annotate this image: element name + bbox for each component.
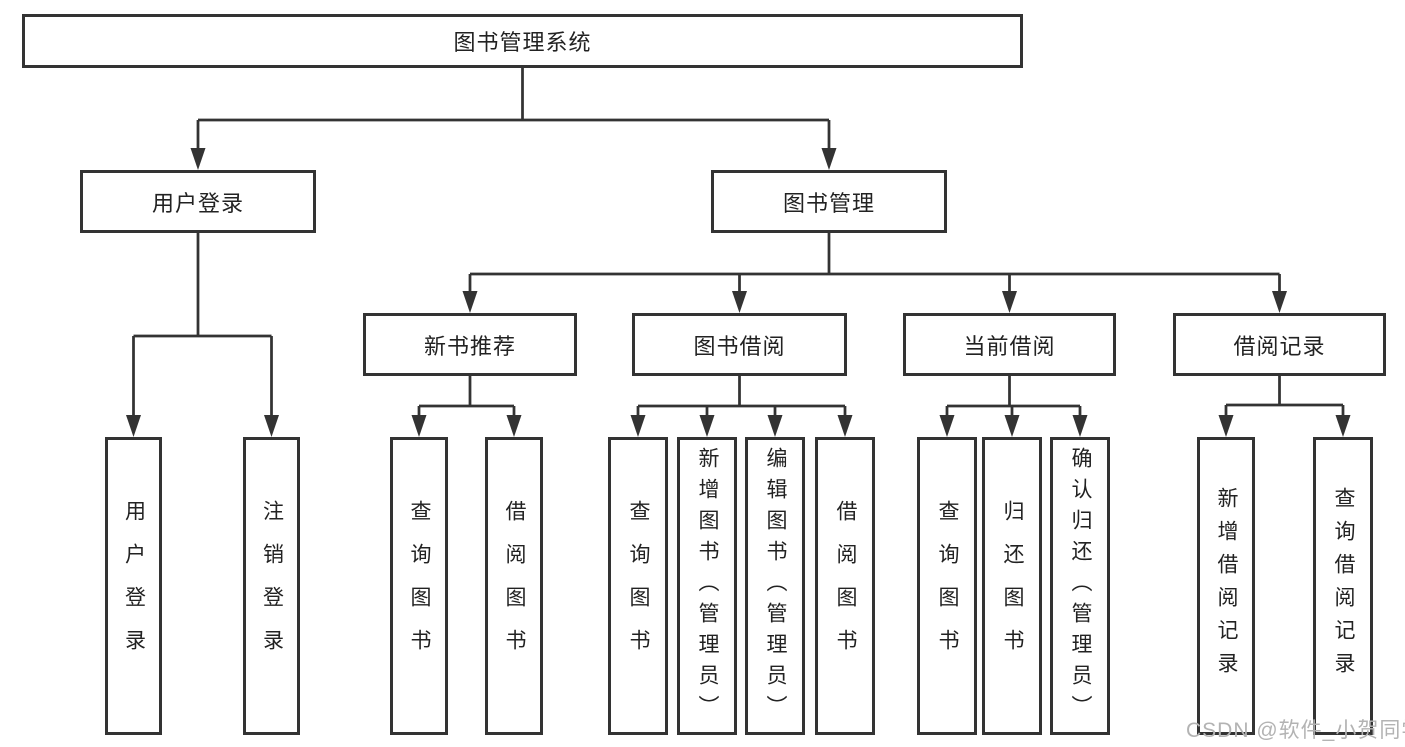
leaf-label: 查询图书 [936, 500, 959, 672]
node-label: 新书推荐 [423, 333, 516, 359]
leaf-label: 注销登录 [260, 500, 284, 672]
node-label: 图书借阅 [693, 333, 786, 359]
leaf-query-borrow-record: 查询借阅记录 [1313, 437, 1373, 735]
leaf-label: 查询图书 [627, 500, 650, 672]
node-borrowing-records: 借阅记录 [1173, 313, 1386, 376]
leaf-label: 确认归还（管理员） [1069, 446, 1092, 726]
node-library-management-system: 图书管理系统 [22, 14, 1023, 68]
leaf-add-book-admin: 新增图书（管理员） [677, 437, 737, 735]
node-label: 当前借阅 [963, 333, 1056, 359]
leaf-label: 新增借阅记录 [1215, 487, 1238, 685]
leaf-label: 查询借阅记录 [1332, 487, 1355, 685]
leaf-query-books-current: 查询图书 [917, 437, 977, 735]
leaf-add-borrow-record: 新增借阅记录 [1197, 437, 1255, 735]
node-current-borrowing: 当前借阅 [903, 313, 1116, 376]
leaf-borrow-books-borrow: 借阅图书 [815, 437, 875, 735]
leaf-label: 编辑图书（管理员） [764, 446, 787, 726]
leaf-edit-book-admin: 编辑图书（管理员） [745, 437, 805, 735]
leaf-label: 新增图书（管理员） [696, 446, 719, 726]
leaf-logout: 注销登录 [243, 437, 300, 735]
leaf-query-books-recommend: 查询图书 [390, 437, 448, 735]
leaf-label: 用户登录 [122, 500, 146, 672]
leaf-label: 借阅图书 [834, 500, 857, 672]
leaf-return-books: 归还图书 [982, 437, 1042, 735]
node-book-borrowing: 图书借阅 [632, 313, 847, 376]
leaf-confirm-return-admin: 确认归还（管理员） [1050, 437, 1110, 735]
node-label: 用户登录 [151, 190, 244, 216]
node-user-login: 用户登录 [80, 170, 316, 233]
leaf-label: 归还图书 [1001, 500, 1024, 672]
node-new-book-recommendation: 新书推荐 [363, 313, 577, 376]
leaf-query-books-borrow: 查询图书 [608, 437, 668, 735]
node-label: 借阅记录 [1233, 333, 1326, 359]
node-label: 图书管理 [782, 190, 875, 216]
leaf-label: 借阅图书 [503, 500, 526, 672]
node-label: 图书管理系统 [453, 30, 592, 55]
leaf-label: 查询图书 [408, 500, 431, 672]
csdn-watermark: CSDN @软件_小贺同学 [1186, 719, 1405, 742]
leaf-user-login: 用户登录 [105, 437, 162, 735]
node-book-management: 图书管理 [711, 170, 947, 233]
leaf-borrow-books-recommend: 借阅图书 [485, 437, 543, 735]
